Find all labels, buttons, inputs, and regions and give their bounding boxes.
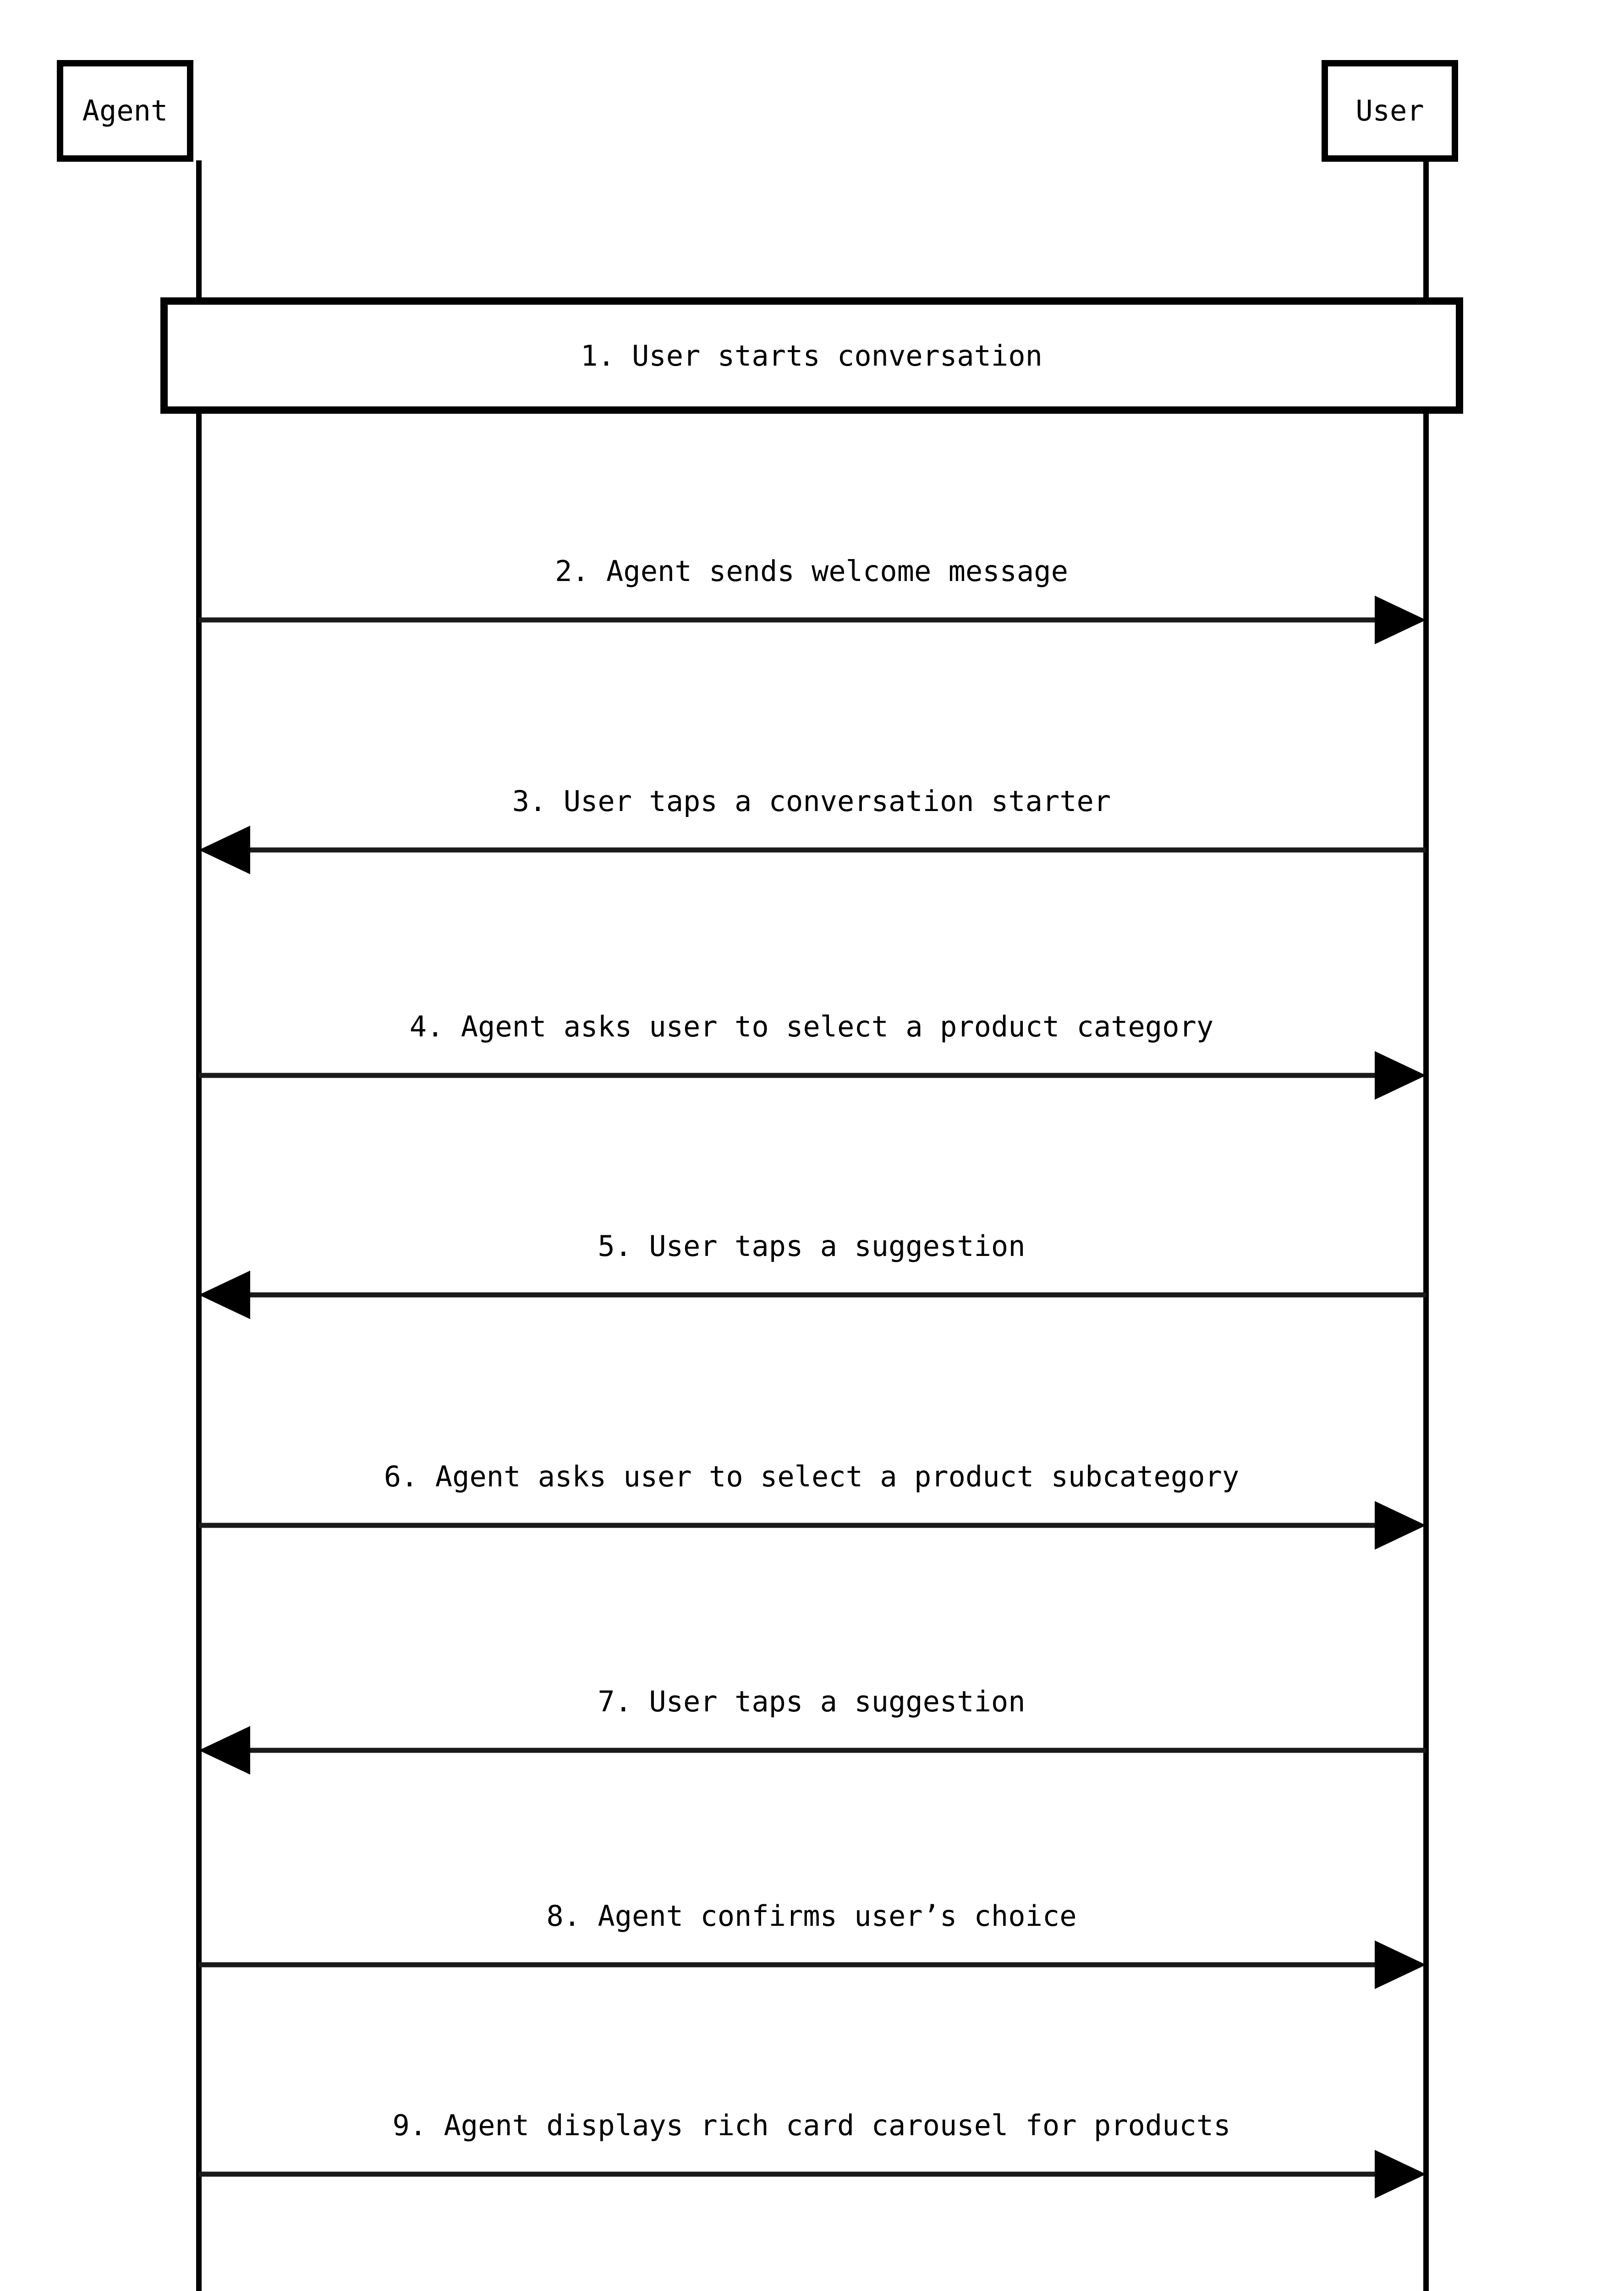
arrowhead-right-4 [1375,1051,1426,1100]
note-label-1: 1. User starts conversation [581,339,1042,373]
message-label-3: 3. User taps a conversation starter [512,784,1111,818]
arrowhead-right-2 [1375,596,1426,644]
arrowhead-right-9 [1375,2150,1426,2198]
message-label-9: 9. Agent displays rich card carousel for… [392,2109,1230,2142]
arrowhead-right-8 [1375,1940,1426,1989]
arrowhead-left-7 [199,1726,250,1775]
actor-label-agent-top: Agent [82,94,168,127]
note-box-1[interactable] [160,297,1463,414]
message-label-4: 4. Agent asks user to select a product c… [410,1010,1213,1043]
actor-box-user-top[interactable] [1322,60,1458,162]
actor-box-agent-top[interactable] [57,60,193,162]
arrowhead-left-5 [199,1271,250,1319]
message-label-2: 2. Agent sends welcome message [555,554,1068,588]
message-label-8: 8. Agent confirms user’s choice [546,1899,1076,1933]
arrowhead-left-3 [199,826,250,874]
message-label-6: 6. Agent asks user to select a product s… [384,1460,1239,1493]
actor-label-user-top: User [1355,94,1424,127]
arrowhead-right-6 [1375,1501,1426,1550]
message-label-7: 7. User taps a suggestion [598,1685,1025,1718]
message-label-5: 5. User taps a suggestion [598,1229,1025,1263]
